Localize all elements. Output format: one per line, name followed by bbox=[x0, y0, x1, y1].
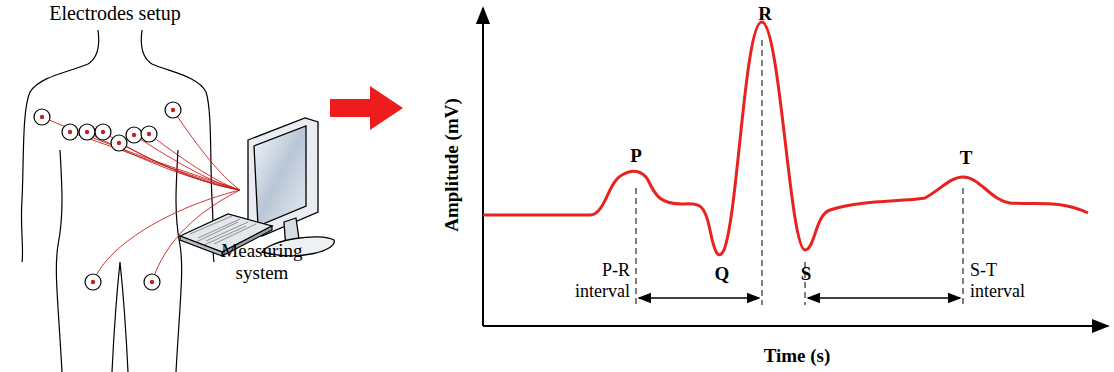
wave-label: T bbox=[960, 147, 973, 169]
electrodes bbox=[34, 102, 181, 290]
device-label: Measuring system bbox=[206, 240, 318, 284]
transition-arrow bbox=[330, 86, 403, 130]
wave-label: Q bbox=[715, 263, 730, 285]
wave-label: P bbox=[630, 145, 642, 167]
body-outline bbox=[21, 30, 214, 372]
marker-lines bbox=[636, 40, 963, 305]
wave-label: S bbox=[801, 263, 812, 285]
axis-title: Amplitude (mV) bbox=[441, 98, 463, 232]
electrode-wires bbox=[42, 110, 240, 282]
interval-label: P-R interval bbox=[558, 260, 630, 301]
figure-caption: Electrodes setup bbox=[49, 2, 181, 25]
wave-label: R bbox=[758, 3, 772, 25]
interval-label: S-T interval bbox=[970, 260, 1048, 301]
chart-axes bbox=[483, 8, 1108, 326]
interval-arrows bbox=[639, 297, 960, 299]
axis-title: Time (s) bbox=[764, 345, 831, 367]
ecg-waveform bbox=[483, 22, 1088, 255]
